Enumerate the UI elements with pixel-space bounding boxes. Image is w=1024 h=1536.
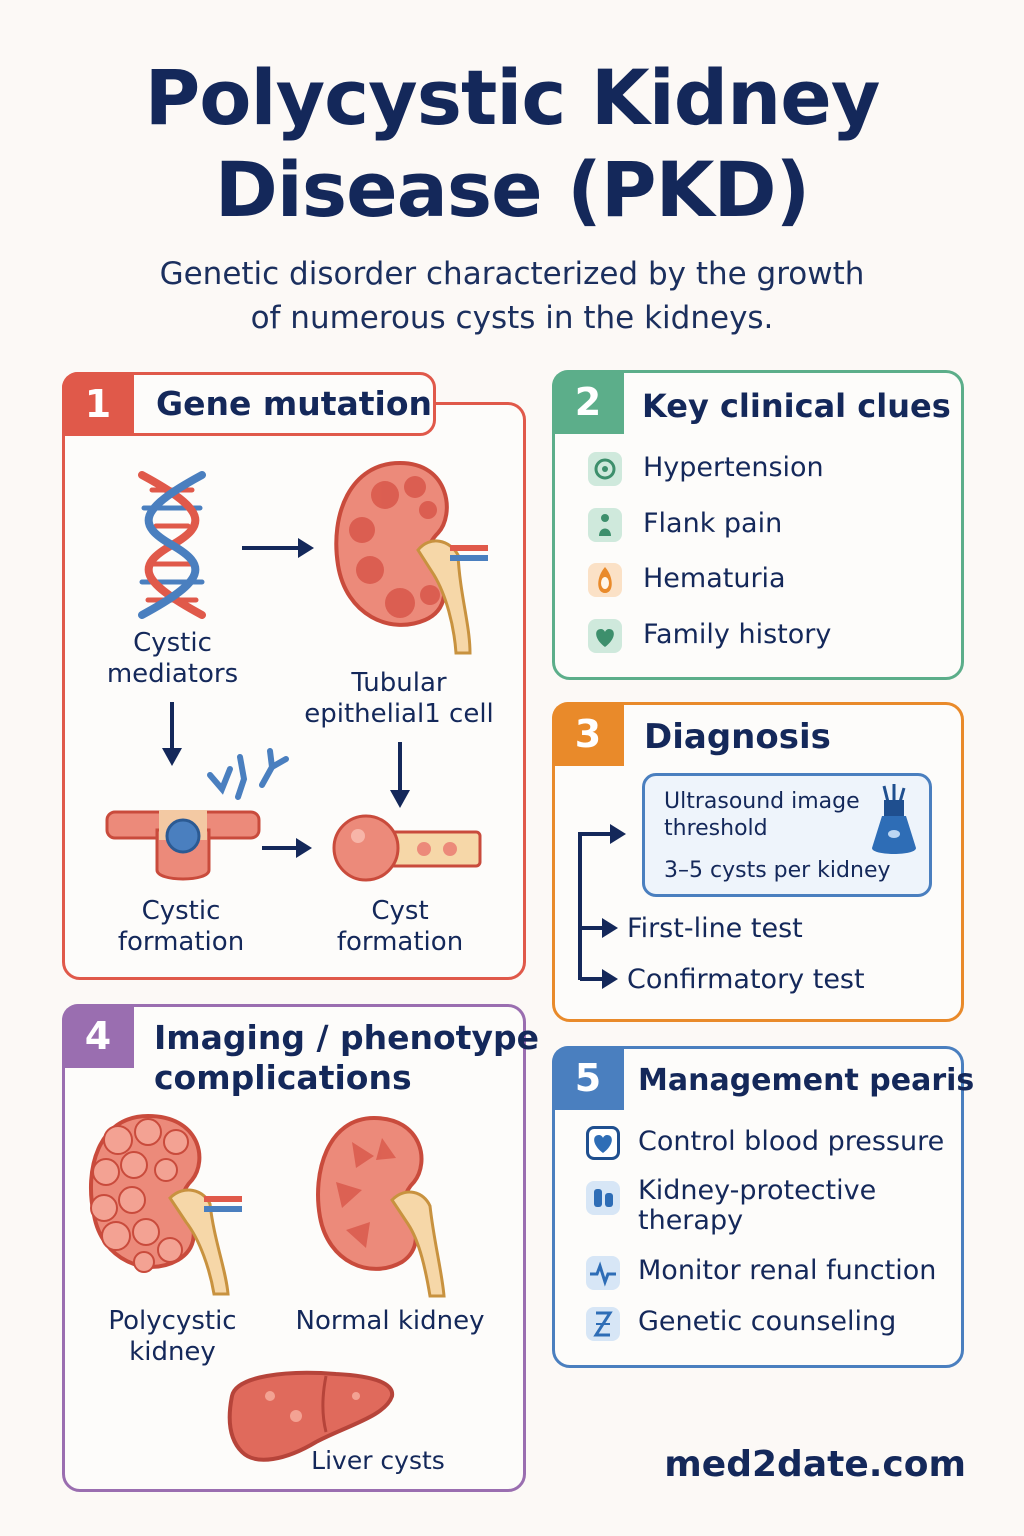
liver-icon [227, 1370, 395, 1462]
label-polycystic-kidney: Polycystic kidney [108, 1306, 237, 1367]
mediator-molecules-icon [207, 748, 289, 800]
box-text-line-1: Ultrasound image [664, 789, 860, 814]
arrow-down-icon [390, 742, 410, 808]
subtitle-line-2: of numerous cysts in the kidneys. [250, 300, 774, 336]
management-kidney-protective: Kidney-protective therapy [638, 1175, 877, 1236]
label-cystic-formation: Cystic formation [117, 896, 245, 957]
hematuria-drop-icon [588, 563, 622, 597]
panel-3-number: 3 [552, 702, 624, 766]
clue-flank-pain: Flank pain [643, 508, 783, 539]
hypertension-icon [588, 452, 622, 486]
kidney-protective-icon [586, 1181, 620, 1215]
panel-2-title: Key clinical clues [642, 387, 951, 425]
cyst-formation-icon [332, 814, 482, 882]
pulse-monitor-icon [586, 1256, 620, 1290]
flank-pain-icon [588, 508, 622, 542]
panel-3-title: Diagnosis [644, 717, 831, 757]
panel-5-number: 5 [552, 1046, 624, 1110]
panel-4-number: 4 [62, 1004, 134, 1068]
panel-4-title: Imaging / phenotype complications [154, 1018, 539, 1097]
panel-1-number: 1 [62, 372, 134, 436]
dna-helix-icon [138, 471, 206, 619]
cystic-formation-icon [105, 810, 261, 881]
kidney-icon [334, 460, 488, 655]
clue-hematuria: Hematuria [643, 563, 786, 594]
title-line-2: Disease (PKD) [214, 145, 811, 234]
management-genetic-counseling: Genetic counseling [638, 1306, 897, 1337]
confirmatory-test: Confirmatory test [627, 964, 865, 995]
label-normal-kidney: Normal kidney [295, 1306, 485, 1336]
normal-kidney-icon [316, 1115, 446, 1298]
genetic-counseling-icon [586, 1307, 620, 1341]
title-line-1: Polycystic Kidney [144, 53, 881, 142]
footer-site: med2date.com [664, 1444, 966, 1485]
panel-gene-mutation [62, 402, 526, 980]
arrow-right-icon [262, 838, 312, 858]
management-blood-pressure: Control blood pressure [638, 1126, 945, 1157]
label-cyst-formation: Cyst formation [336, 896, 464, 957]
subtitle-line-1: Genetic disorder characterized by the gr… [159, 256, 865, 292]
box-text-threshold: 3–5 cysts per kidney [664, 858, 891, 883]
page-title: Polycystic Kidney Disease (PKD) [0, 52, 1024, 236]
arrow-right-icon [242, 538, 314, 558]
panel-1-title: Gene mutation [156, 384, 433, 423]
box-text-line-2: threshold [664, 816, 768, 841]
label-cystic-mediators: Cystic mediators [106, 628, 239, 689]
ultrasound-probe-icon [872, 784, 916, 854]
label-tubular-epithelial-cell: Tubular epithelial1 cell [304, 668, 494, 729]
polycystic-kidney-icon [89, 1113, 242, 1296]
clue-hypertension: Hypertension [643, 452, 824, 483]
page-subtitle: Genetic disorder characterized by the gr… [0, 252, 1024, 340]
family-history-icon [588, 619, 622, 653]
panel-2-number: 2 [552, 370, 624, 434]
clue-family-history: Family history [643, 619, 832, 650]
panel-5-title: Management pearis [638, 1063, 975, 1098]
arrow-down-icon [162, 702, 182, 766]
heart-icon [586, 1126, 620, 1160]
management-monitor-renal: Monitor renal function [638, 1255, 937, 1286]
diagnosis-branch-lines [578, 824, 626, 989]
label-liver-cysts: Liver cysts [311, 1446, 445, 1475]
first-line-test: First-line test [627, 913, 803, 944]
